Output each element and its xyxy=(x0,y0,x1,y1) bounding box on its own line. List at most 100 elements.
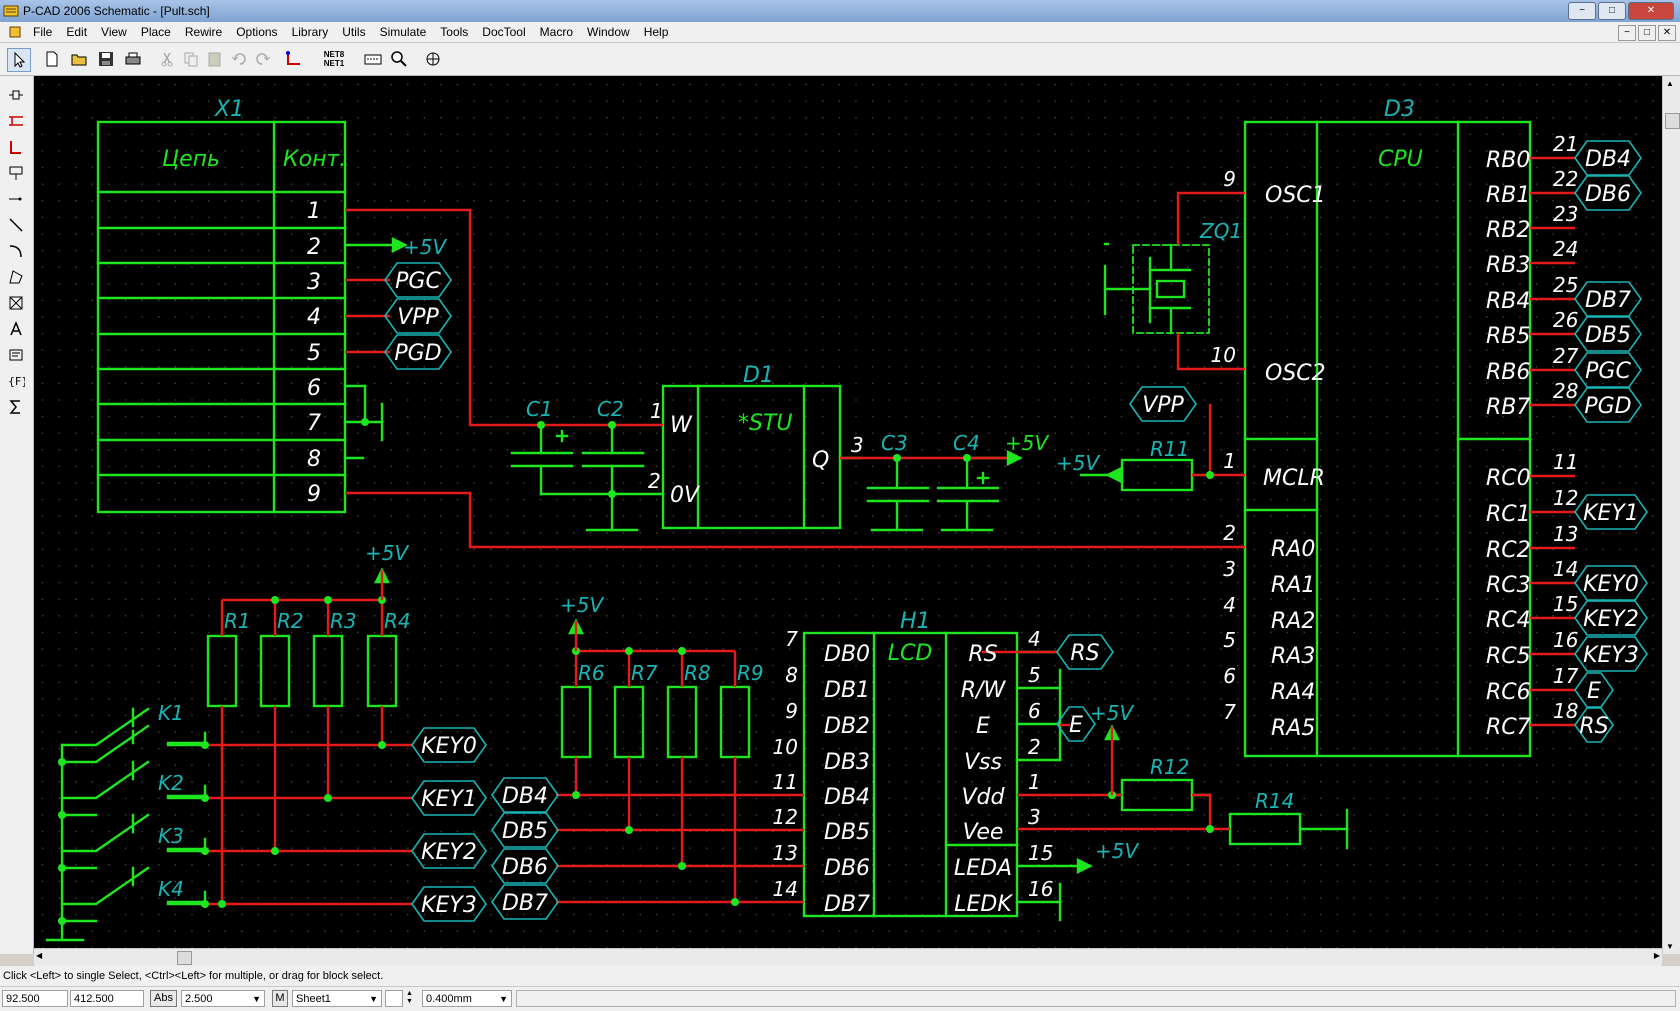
abs-button[interactable]: Abs xyxy=(150,990,177,1007)
d3-cpu[interactable] xyxy=(1243,120,1532,758)
place-bus-button[interactable] xyxy=(4,110,28,132)
menu-help[interactable]: Help xyxy=(643,25,669,39)
port-db6-outline[interactable] xyxy=(1574,175,1642,211)
report-button[interactable] xyxy=(362,48,384,70)
port-key0-outline[interactable] xyxy=(1574,565,1648,601)
port-rs-outline[interactable] xyxy=(1574,707,1614,743)
port-rs-outline[interactable] xyxy=(1056,634,1114,670)
port-db7-outline[interactable] xyxy=(1574,281,1642,317)
maximize-button[interactable]: □ xyxy=(1598,2,1626,20)
close-button[interactable]: ✕ xyxy=(1628,2,1674,20)
x-coordinate-field[interactable]: 92.500 xyxy=(2,990,68,1007)
port-db6-outline[interactable] xyxy=(491,848,559,884)
new-button[interactable] xyxy=(41,48,63,70)
width-spinner-icon[interactable]: ▲▼ xyxy=(406,990,413,1005)
port-db7-outline[interactable] xyxy=(491,884,559,920)
simulate-button[interactable] xyxy=(422,48,444,70)
h1-lcd[interactable] xyxy=(802,631,1019,918)
port-db4-outline[interactable] xyxy=(491,777,559,813)
port-e-outline[interactable] xyxy=(1574,672,1614,708)
port-key1-outline[interactable] xyxy=(411,780,487,816)
zq1-crystal[interactable] xyxy=(1103,243,1210,335)
capacitors[interactable] xyxy=(510,423,1000,532)
port-key3-outline[interactable] xyxy=(1574,636,1648,672)
select-tool-button[interactable] xyxy=(7,48,31,72)
port-vpp-outline[interactable] xyxy=(1129,386,1197,422)
zoom-button[interactable] xyxy=(388,48,410,70)
menu-tools[interactable]: Tools xyxy=(440,25,469,39)
menu-macro[interactable]: Macro xyxy=(539,25,573,39)
port-pgc-outline[interactable] xyxy=(1574,352,1642,388)
vertical-scroll-thumb[interactable] xyxy=(1665,113,1680,129)
mdi-close-button[interactable]: ✕ xyxy=(1658,25,1676,41)
nets[interactable] xyxy=(205,156,1575,906)
port-key0-outline[interactable] xyxy=(411,727,487,763)
menu-doctool[interactable]: DocTool xyxy=(482,25,526,39)
menu-view[interactable]: View xyxy=(101,25,127,39)
undo-button[interactable] xyxy=(228,48,250,70)
horizontal-scroll-thumb[interactable] xyxy=(177,951,192,965)
mdi-restore-button[interactable]: □ xyxy=(1638,25,1656,41)
minimize-button[interactable]: − xyxy=(1568,2,1596,20)
horizontal-scrollbar[interactable]: ◀ ▶ xyxy=(34,948,1662,966)
menu-window[interactable]: Window xyxy=(587,25,630,39)
line-width-select[interactable]: 0.400mm▼ xyxy=(422,990,512,1007)
scroll-down-icon[interactable]: ▼ xyxy=(1666,942,1674,951)
place-part-button[interactable] xyxy=(4,84,28,106)
sheet-select[interactable]: Sheet1▼ xyxy=(292,990,382,1007)
menu-place[interactable]: Place xyxy=(140,25,171,39)
netlist-button[interactable]: NET8 NET1 xyxy=(320,48,348,70)
open-button[interactable] xyxy=(68,48,90,70)
copy-button[interactable] xyxy=(180,48,202,70)
place-polygon-button[interactable] xyxy=(4,266,28,288)
menu-options[interactable]: Options xyxy=(236,25,278,39)
port-db5-outline[interactable] xyxy=(491,812,559,848)
port-e-outline[interactable] xyxy=(1056,706,1096,742)
port-pgc-outline[interactable] xyxy=(384,262,452,298)
print-button[interactable] xyxy=(122,48,144,70)
menu-rewire[interactable]: Rewire xyxy=(184,25,223,39)
mdi-minimize-button[interactable]: − xyxy=(1618,25,1636,41)
place-attribute-button[interactable] xyxy=(4,344,28,366)
place-text-button[interactable] xyxy=(4,318,28,340)
scroll-left-icon[interactable]: ◀ xyxy=(36,951,43,960)
place-arc-button[interactable] xyxy=(4,240,28,262)
place-pin-button[interactable] xyxy=(4,188,28,210)
scroll-right-icon[interactable]: ▶ xyxy=(1653,951,1660,960)
place-line-button[interactable] xyxy=(4,214,28,236)
port-db5-outline[interactable] xyxy=(1574,316,1642,352)
m-button[interactable]: M xyxy=(272,990,288,1007)
port-vpp-left-outline[interactable] xyxy=(384,298,452,334)
redo-button[interactable] xyxy=(252,48,274,70)
place-function-button[interactable]: {F} xyxy=(4,370,28,392)
wire-tool-button[interactable] xyxy=(283,48,305,70)
place-sum-button[interactable] xyxy=(4,396,28,418)
port-key3-outline[interactable] xyxy=(411,886,487,922)
paste-button[interactable] xyxy=(204,48,226,70)
port-pgd-outline[interactable] xyxy=(1574,387,1642,423)
place-field-button[interactable] xyxy=(4,292,28,314)
port-pgd-outline[interactable] xyxy=(384,334,452,370)
vertical-scrollbar[interactable]: ▲ ▼ xyxy=(1662,76,1680,954)
key-switches[interactable] xyxy=(45,707,207,942)
place-port-button[interactable] xyxy=(4,162,28,184)
port-db4-outline[interactable] xyxy=(1574,140,1642,176)
menu-edit[interactable]: Edit xyxy=(66,25,88,39)
document-icon[interactable] xyxy=(8,25,22,39)
menu-library[interactable]: Library xyxy=(291,25,329,39)
port-key2-outline[interactable] xyxy=(411,833,487,869)
port-key1-outline[interactable] xyxy=(1574,494,1648,530)
menu-simulate[interactable]: Simulate xyxy=(379,25,427,39)
cut-button[interactable] xyxy=(156,48,178,70)
schematic-drawing[interactable]: X1ЦепьКонт.123456789+5VPGCVPPPGDD1*STUW0… xyxy=(34,76,1662,948)
scroll-up-icon[interactable]: ▲ xyxy=(1666,79,1674,88)
grid-select[interactable]: 2.500▼ xyxy=(181,990,265,1007)
port-key2-outline[interactable] xyxy=(1574,600,1648,636)
place-wire-button[interactable] xyxy=(4,136,28,158)
color-swatch[interactable] xyxy=(385,990,403,1007)
menu-file[interactable]: File xyxy=(33,25,53,39)
save-button[interactable] xyxy=(95,48,117,70)
y-coordinate-field[interactable]: 412.500 xyxy=(70,990,144,1007)
menu-utils[interactable]: Utils xyxy=(342,25,366,39)
